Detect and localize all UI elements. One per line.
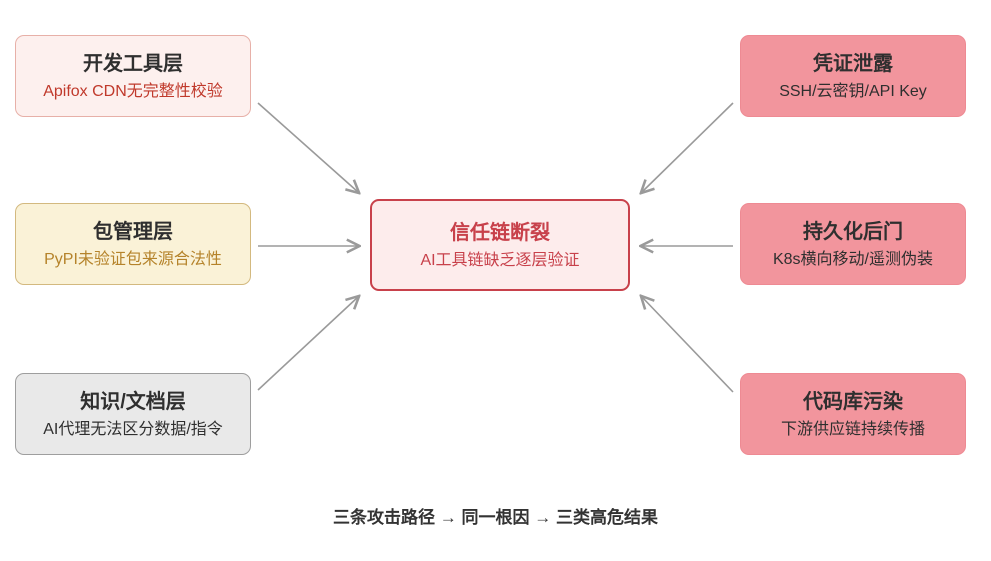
node-title: 代码库污染 bbox=[803, 390, 903, 413]
node-subtitle: PyPI未验证包来源合法性 bbox=[44, 250, 222, 268]
node-subtitle: AI代理无法区分数据/指令 bbox=[43, 420, 223, 438]
diagram-caption: 三条攻击路径 → 同一根因 → 三类高危结果 bbox=[333, 508, 658, 527]
node-package-management-layer: 包管理层 PyPI未验证包来源合法性 bbox=[15, 203, 251, 285]
node-knowledge-docs-layer: 知识/文档层 AI代理无法区分数据/指令 bbox=[15, 373, 251, 455]
node-subtitle: Apifox CDN无完整性校验 bbox=[43, 82, 223, 100]
node-credential-leak: 凭证泄露 SSH/云密钥/API Key bbox=[740, 35, 966, 117]
node-repo-pollution: 代码库污染 下游供应链持续传播 bbox=[740, 373, 966, 455]
node-dev-tools-layer: 开发工具层 Apifox CDN无完整性校验 bbox=[15, 35, 251, 117]
arrow-credential-leak-to-root-cause bbox=[642, 102, 734, 192]
node-subtitle: AI工具链缺乏逐层验证 bbox=[420, 251, 580, 269]
arrow-repo-pollution-to-root-cause bbox=[642, 297, 734, 393]
arrow-knowledge-docs-to-root-cause bbox=[257, 297, 358, 391]
arrow-dev-tools-to-root-cause bbox=[257, 102, 358, 192]
node-trust-chain-break: 信任链断裂 AI工具链缺乏逐层验证 bbox=[370, 199, 630, 291]
node-subtitle: 下游供应链持续传播 bbox=[780, 420, 925, 438]
node-subtitle: K8s横向移动/遥测伪装 bbox=[772, 250, 934, 268]
node-subtitle: SSH/云密钥/API Key bbox=[779, 82, 927, 100]
node-title: 开发工具层 bbox=[83, 52, 183, 75]
node-title: 持久化后门 bbox=[803, 220, 903, 243]
node-title: 信任链断裂 bbox=[450, 221, 550, 244]
node-persistent-backdoor: 持久化后门 K8s横向移动/遥测伪装 bbox=[740, 203, 966, 285]
node-title: 知识/文档层 bbox=[80, 390, 186, 413]
node-title: 凭证泄露 bbox=[813, 52, 893, 75]
node-title: 包管理层 bbox=[93, 220, 173, 243]
